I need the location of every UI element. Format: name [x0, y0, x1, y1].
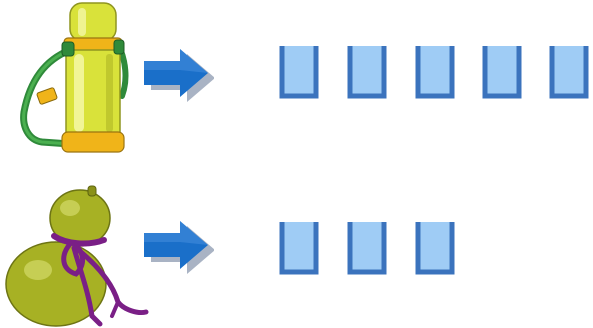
cup-icon: [347, 46, 387, 99]
cup-icon: [279, 222, 319, 275]
cup-icon: [482, 46, 522, 99]
row-gourd: [0, 178, 593, 328]
row-thermos: [0, 0, 593, 153]
cup-icon: [415, 222, 455, 275]
cup-icon: [279, 46, 319, 99]
cup-icon: [415, 46, 455, 99]
right-arrow-icon: [144, 49, 214, 102]
gourd-icon: [5, 185, 149, 327]
right-arrow-icon: [144, 221, 214, 274]
cup-icon: [347, 222, 387, 275]
thermos-icon: [20, 2, 129, 153]
cup-icon: [549, 46, 589, 99]
